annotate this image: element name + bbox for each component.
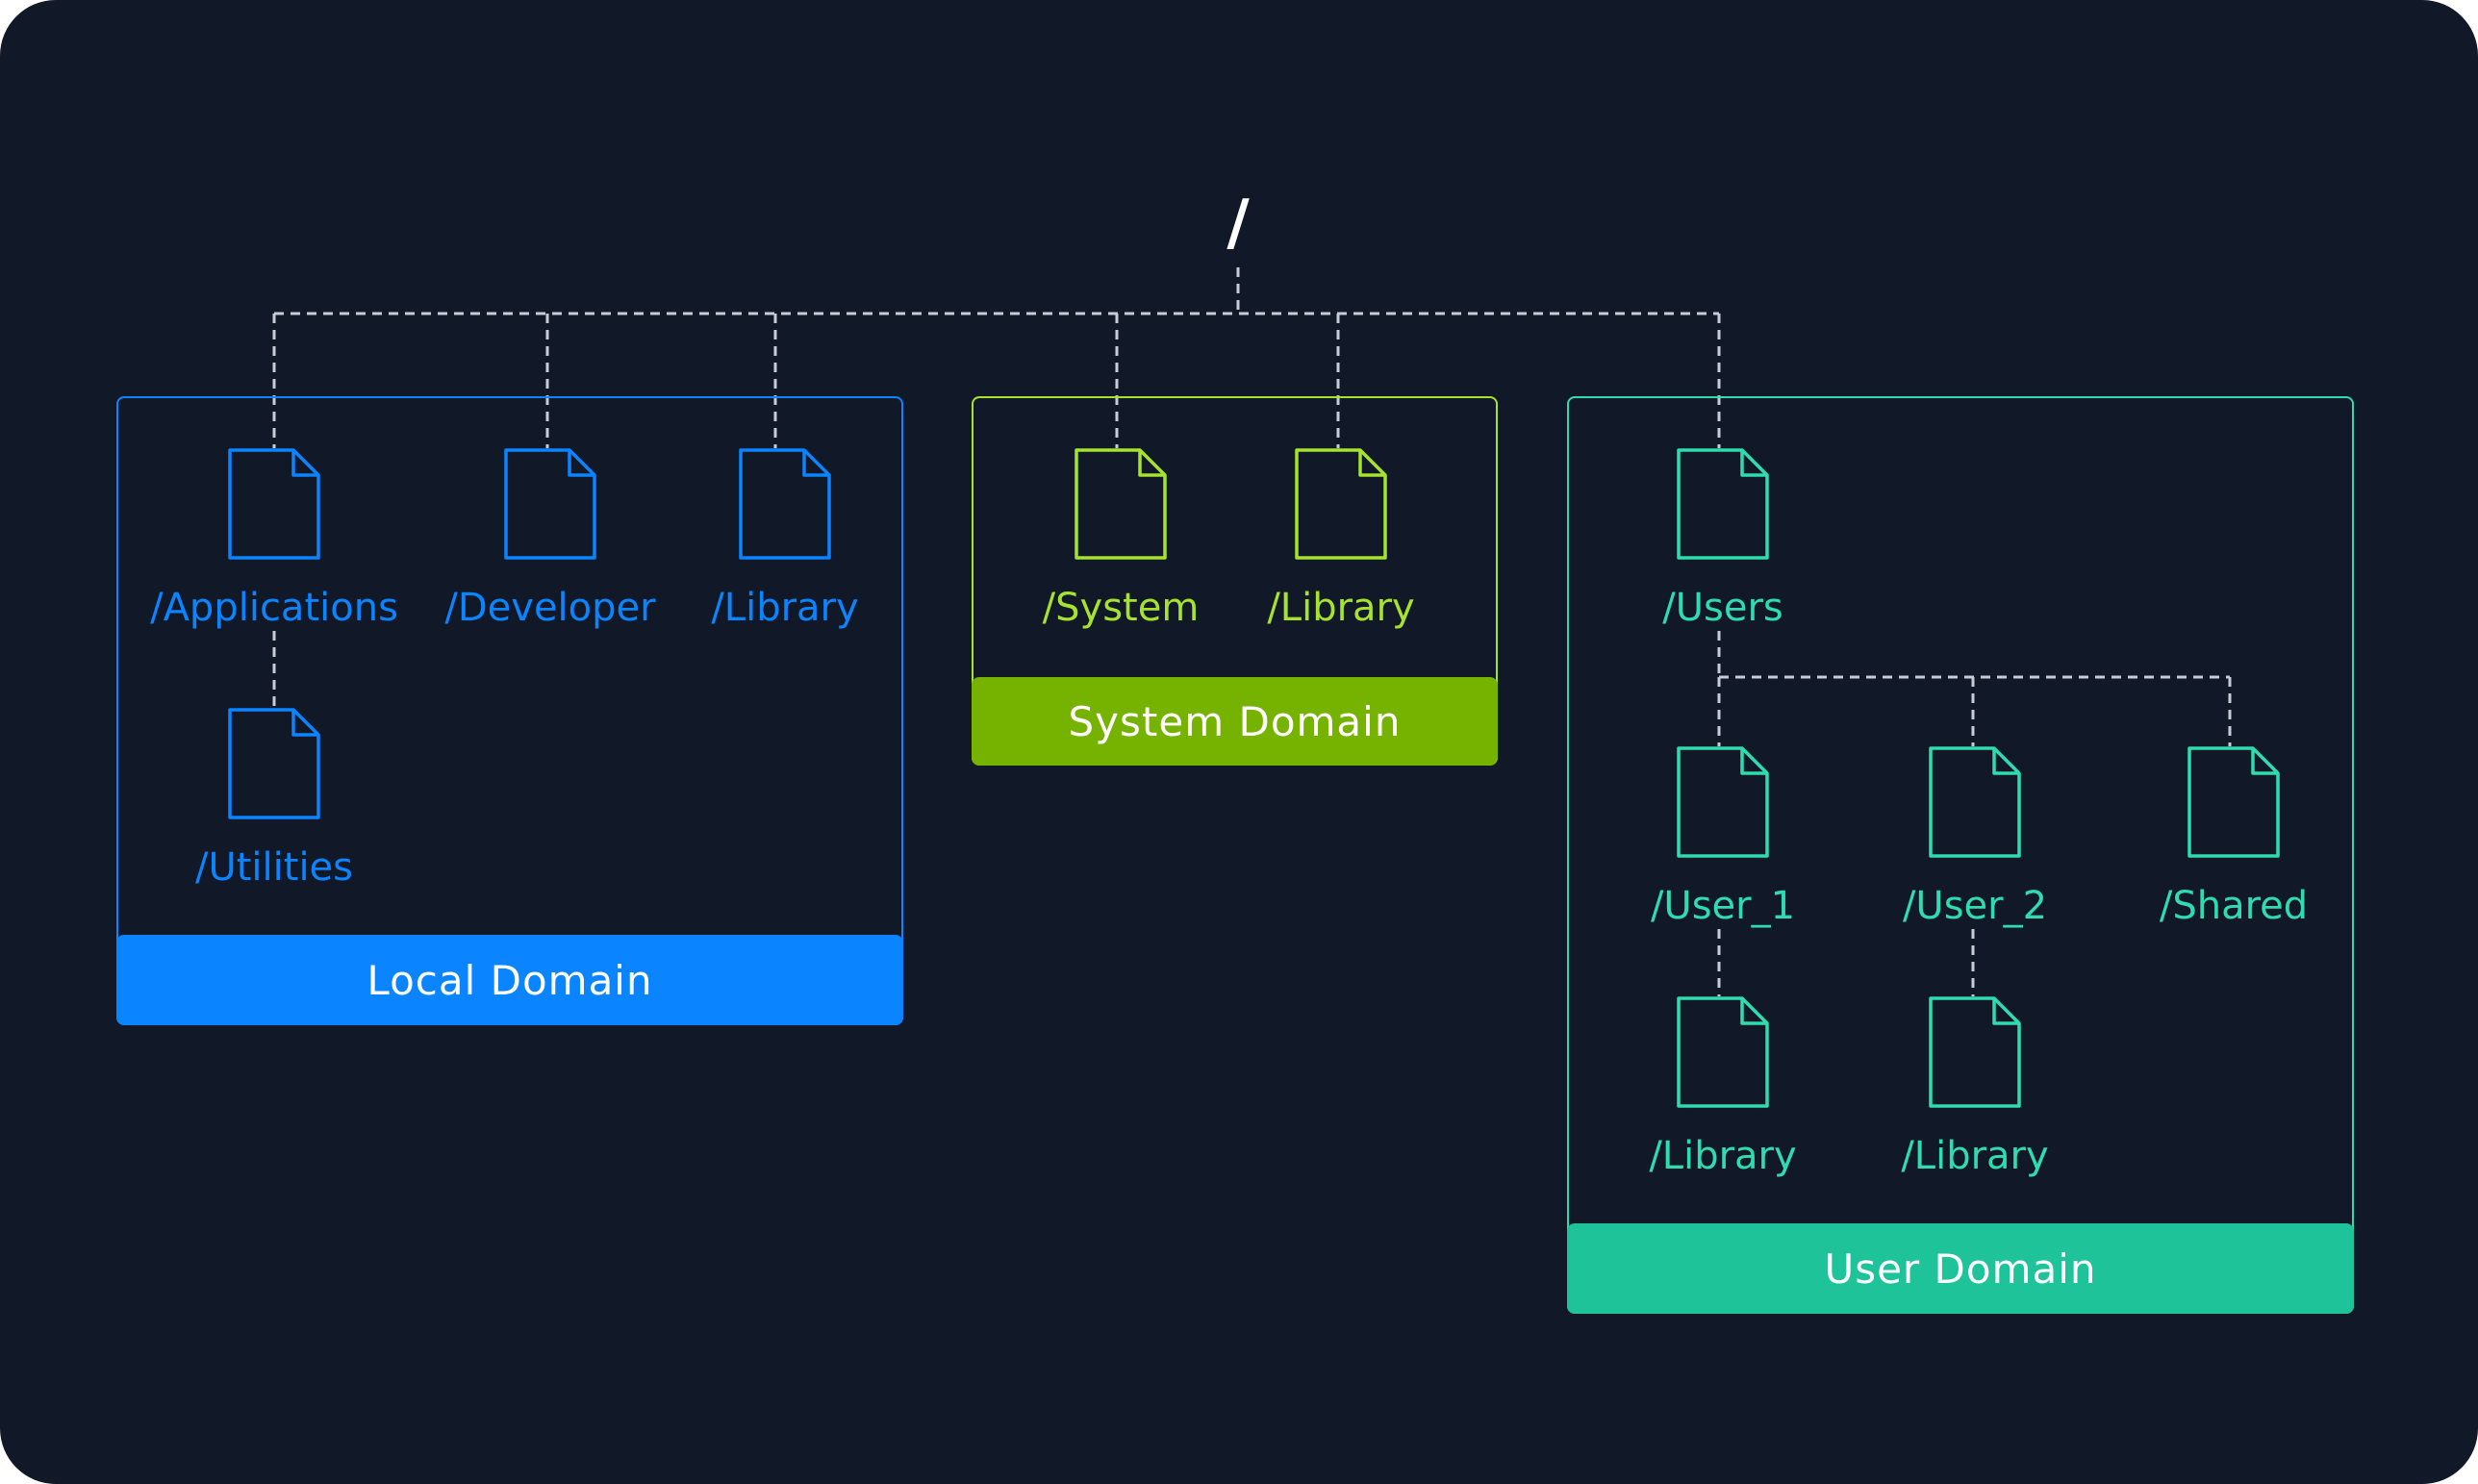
folder-icon xyxy=(1677,448,1769,560)
folder-icon xyxy=(504,448,596,560)
folder-icon xyxy=(2187,746,2280,858)
users-bus xyxy=(1717,631,2230,679)
node-label: /Library xyxy=(1901,1134,2049,1178)
node-label: /Developer xyxy=(444,586,656,630)
node-user-1[interactable]: /User_1 xyxy=(1627,746,1819,939)
node-developer[interactable]: /Developer xyxy=(444,448,656,641)
user-domain-banner: User Domain xyxy=(1567,1223,2354,1314)
node-users[interactable]: /Users xyxy=(1627,448,1819,641)
folder-icon xyxy=(1677,746,1769,858)
folder-icon xyxy=(1929,746,2021,858)
node-utilities[interactable]: /Utilities xyxy=(178,708,370,900)
local-domain-banner: Local Domain xyxy=(116,935,903,1025)
node-library-user-2[interactable]: /Library xyxy=(1879,996,2071,1189)
node-shared[interactable]: /Shared xyxy=(2137,746,2330,939)
folder-icon xyxy=(228,708,320,819)
node-library-user-1[interactable]: /Library xyxy=(1627,996,1819,1189)
folder-icon xyxy=(1295,448,1387,560)
node-system[interactable]: /System xyxy=(1024,448,1217,641)
system-domain-banner: System Domain xyxy=(972,677,1498,766)
node-library-system[interactable]: /Library xyxy=(1245,448,1437,641)
node-label: /User_1 xyxy=(1650,884,1796,928)
folder-icon xyxy=(1677,996,1769,1108)
node-label: /System xyxy=(1042,586,1200,630)
node-user-2[interactable]: /User_2 xyxy=(1879,746,2071,939)
folder-icon xyxy=(739,448,831,560)
node-library-local[interactable]: /Library xyxy=(689,448,881,641)
node-label: /User_2 xyxy=(1902,884,2048,928)
folder-icon xyxy=(1075,448,1167,560)
node-label: /Library xyxy=(711,586,859,630)
node-label: /Utilities xyxy=(194,845,354,890)
folder-icon xyxy=(228,448,320,560)
node-label: /Shared xyxy=(2159,884,2309,928)
node-label: /Library xyxy=(1649,1134,1797,1178)
node-label: /Library xyxy=(1267,586,1415,630)
node-label: /Applications xyxy=(150,586,398,630)
folder-icon xyxy=(1929,996,2021,1108)
root-label: / xyxy=(1226,188,1250,259)
node-applications[interactable]: /Applications xyxy=(150,448,398,641)
node-label: /Users xyxy=(1662,586,1783,630)
